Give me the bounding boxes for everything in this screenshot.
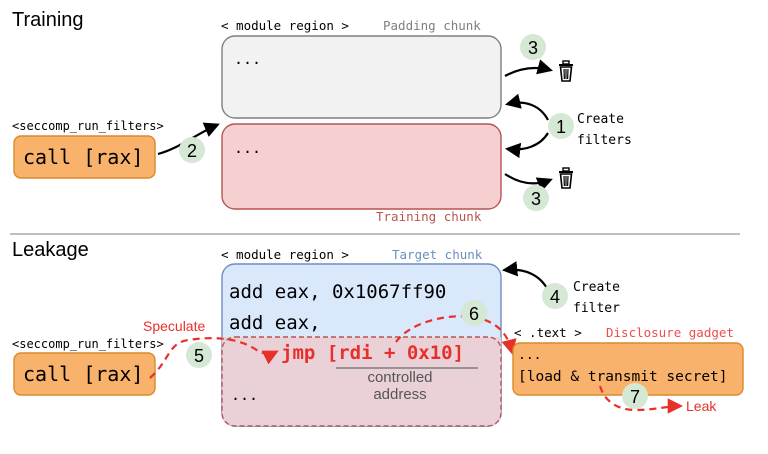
leakage-chunk-dots: ... xyxy=(231,386,258,404)
training-arrow-3-bottom xyxy=(504,173,553,192)
training-chunk-dots: ... xyxy=(234,139,261,157)
create-filter-line2: filter xyxy=(573,301,620,316)
training-chunk-label: Training chunk xyxy=(376,209,482,224)
controlled-address-line1: controlled xyxy=(367,369,432,386)
create-filters-line2: filters xyxy=(577,133,632,148)
step-3-top-number: 3 xyxy=(528,38,538,58)
step-7-circle xyxy=(622,383,648,409)
training-arrow-3-top xyxy=(504,59,553,77)
step-2-number: 2 xyxy=(187,141,197,161)
training-arrow-1-down xyxy=(504,132,549,159)
step-6-circle xyxy=(461,300,487,326)
create-filters-line1: Create xyxy=(577,112,624,127)
step-7-number: 7 xyxy=(630,387,640,407)
leakage-module-region-label: < module region > xyxy=(221,247,349,262)
padding-chunk-label: Padding chunk xyxy=(383,18,481,33)
step-4-circle xyxy=(542,283,568,309)
training-module-region-label: < module region > xyxy=(221,18,349,33)
controlled-region xyxy=(222,337,501,426)
leakage-seccomp-label: <seccomp_run_filters> xyxy=(12,337,164,351)
create-filter-line1: Create xyxy=(573,280,620,295)
step-1-circle xyxy=(548,113,574,139)
leak-label: Leak xyxy=(686,398,717,414)
training-seccomp-label: <seccomp_run_filters> xyxy=(12,119,164,133)
training-call-text: call [rax] xyxy=(23,145,143,169)
leakage-heading: Leakage xyxy=(12,239,89,261)
speculate-label: Speculate xyxy=(143,318,205,334)
training-arrow-1-up xyxy=(505,93,549,121)
jmp-instruction: jmp [rdi + 0x10] xyxy=(281,342,464,364)
trash-icon-bottom xyxy=(558,167,574,189)
step-1-number: 1 xyxy=(556,117,566,137)
text-section-label: < .text > xyxy=(514,325,582,340)
gadget-dots: ... xyxy=(518,348,541,363)
controlled-address-line2: address xyxy=(373,386,426,403)
training-call-box xyxy=(13,135,156,179)
step-6-number: 6 xyxy=(469,304,479,324)
step-3-bottom-number: 3 xyxy=(531,189,541,209)
gadget-text: [load & transmit secret] xyxy=(518,369,728,385)
step-5-circle xyxy=(186,342,212,368)
target-chunk-label: Target chunk xyxy=(392,247,483,262)
step-5-number: 5 xyxy=(194,346,204,366)
step-4-number: 4 xyxy=(550,287,560,307)
controlled-region-border xyxy=(221,336,502,427)
step-3-bottom-circle xyxy=(523,185,549,211)
leak-arrow xyxy=(598,385,684,414)
disclosure-gadget-label: Disclosure gadget xyxy=(606,325,734,340)
step-2-circle xyxy=(179,137,205,163)
step-3-top-circle xyxy=(520,34,546,60)
asm-line-1: add eax, 0x1067ff90 xyxy=(229,281,446,303)
asm-line-2: add eax, xyxy=(229,312,321,334)
leakage-call-text: call [rax] xyxy=(23,362,143,386)
padding-chunk-dots: ... xyxy=(234,50,261,68)
trash-icon-top xyxy=(558,60,574,82)
training-heading: Training xyxy=(12,9,84,31)
padding-chunk xyxy=(221,35,502,119)
training-chunk xyxy=(221,123,502,210)
leakage-arrow-4 xyxy=(501,261,549,291)
speculate-arrow xyxy=(149,337,279,379)
